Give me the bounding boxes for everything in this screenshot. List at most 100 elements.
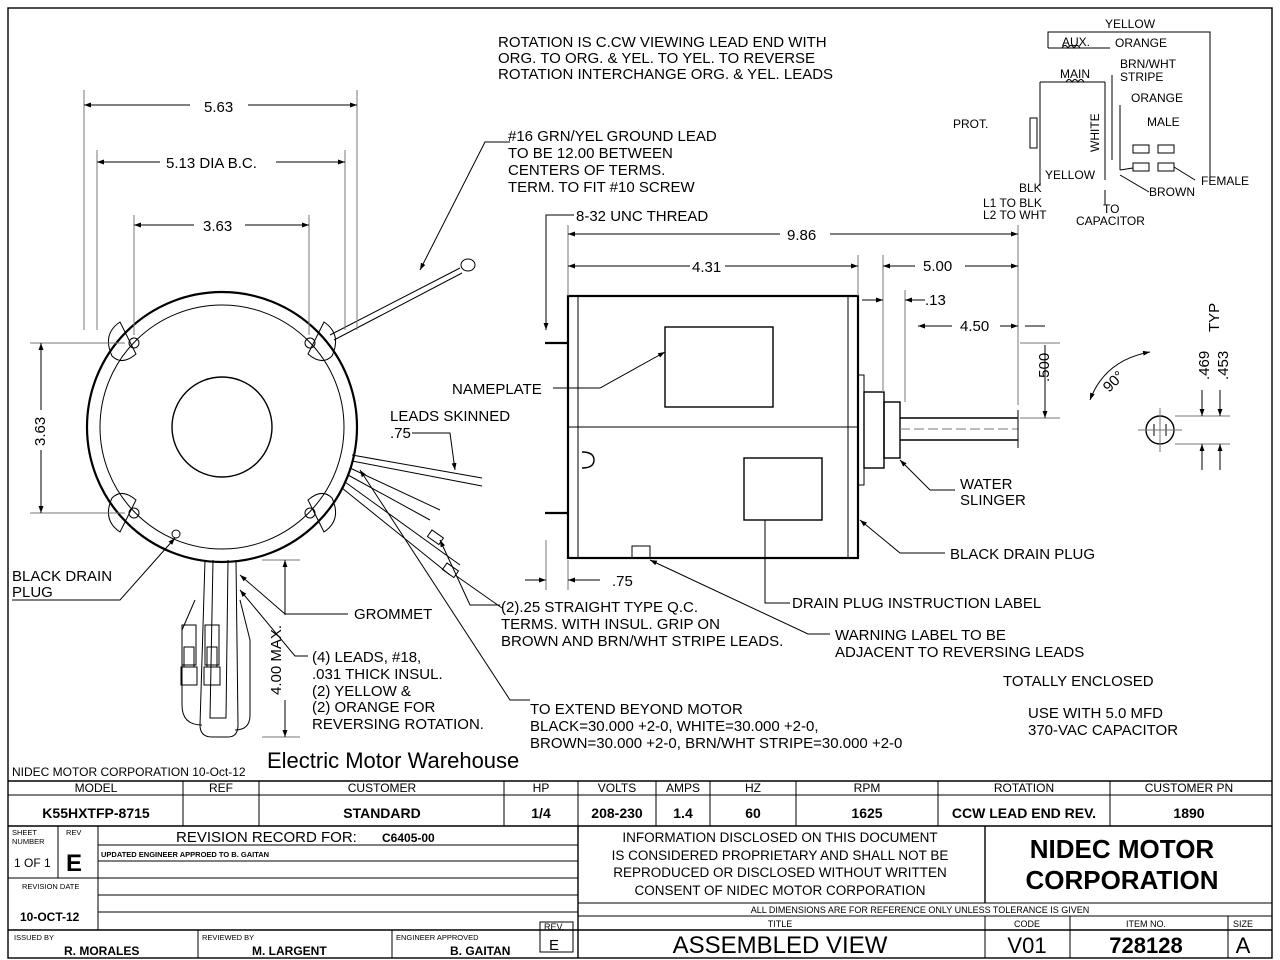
svg-text:ENGINEER APPROVED: ENGINEER APPROVED xyxy=(396,933,479,942)
wiring-diagram xyxy=(1029,31,1211,205)
svg-text:(2).25 STRAIGHT TYPE Q.C.: (2).25 STRAIGHT TYPE Q.C. xyxy=(501,599,698,616)
svg-text:90°: 90° xyxy=(1100,368,1128,396)
svg-text:IS CONSIDERED PROPRIETARY AND: IS CONSIDERED PROPRIETARY AND SHALL NOT … xyxy=(612,848,949,863)
svg-text:SIZE: SIZE xyxy=(1233,919,1253,929)
svg-text:370-VAC CAPACITOR: 370-VAC CAPACITOR xyxy=(1028,722,1178,739)
svg-text:E: E xyxy=(549,937,559,954)
svg-text:.031 THICK INSUL.: .031 THICK INSUL. xyxy=(312,666,443,683)
svg-text:4.31: 4.31 xyxy=(692,259,721,276)
svg-text:MAIN: MAIN xyxy=(1060,67,1090,81)
svg-text:PROT.: PROT. xyxy=(953,117,988,131)
svg-text:9.86: 9.86 xyxy=(787,227,816,244)
svg-text:208-230: 208-230 xyxy=(591,805,643,821)
svg-text:REVISION DATE: REVISION DATE xyxy=(22,882,79,891)
svg-text:B. GAITAN: B. GAITAN xyxy=(450,944,510,958)
svg-text:DRAIN PLUG INSTRUCTION LABEL: DRAIN PLUG INSTRUCTION LABEL xyxy=(792,595,1041,612)
svg-text:#16 GRN/YEL GROUND LEAD: #16 GRN/YEL GROUND LEAD xyxy=(508,128,717,145)
svg-text:BROWN=30.000 +2-0, BRN/WHT STR: BROWN=30.000 +2-0, BRN/WHT STRIPE=30.000… xyxy=(530,735,902,752)
svg-text:YELLOW: YELLOW xyxy=(1045,168,1096,182)
svg-text:BLACK DRAIN PLUG: BLACK DRAIN PLUG xyxy=(950,546,1095,563)
svg-text:VOLTS: VOLTS xyxy=(598,781,636,795)
svg-text:1.4: 1.4 xyxy=(673,805,693,821)
svg-text:HZ: HZ xyxy=(745,781,761,795)
svg-text:A: A xyxy=(1236,933,1251,958)
svg-text:WHITE: WHITE xyxy=(1088,113,1102,152)
svg-text:BLK: BLK xyxy=(1019,181,1042,195)
svg-text:SLINGER: SLINGER xyxy=(960,492,1026,509)
svg-text:10-OCT-12: 10-OCT-12 xyxy=(20,910,80,924)
svg-text:TO: TO xyxy=(1103,202,1119,216)
svg-text:M. LARGENT: M. LARGENT xyxy=(252,944,327,958)
svg-text:ROTATION: ROTATION xyxy=(994,781,1054,795)
svg-text:TERMS. WITH INSUL. GRIP ON: TERMS. WITH INSUL. GRIP ON xyxy=(501,616,720,633)
svg-text:.453: .453 xyxy=(1215,351,1232,380)
svg-text:AMPS: AMPS xyxy=(666,781,700,795)
svg-text:CORPORATION: CORPORATION xyxy=(1025,865,1218,895)
svg-text:8-32 UNC THREAD: 8-32 UNC THREAD xyxy=(576,208,708,225)
svg-text:.75: .75 xyxy=(390,425,411,442)
svg-text:CENTERS OF TERMS.: CENTERS OF TERMS. xyxy=(508,162,665,179)
svg-text:728128: 728128 xyxy=(1109,933,1182,958)
svg-text:CCW LEAD END REV.: CCW LEAD END REV. xyxy=(952,805,1096,821)
svg-text:1 OF 1: 1 OF 1 xyxy=(14,856,51,870)
svg-text:ORANGE: ORANGE xyxy=(1115,36,1167,50)
svg-text:AUX.: AUX. xyxy=(1062,35,1090,49)
svg-text:3.63: 3.63 xyxy=(32,417,49,446)
svg-text:.500: .500 xyxy=(1036,353,1053,382)
svg-text:ASSEMBLED VIEW: ASSEMBLED VIEW xyxy=(673,932,888,959)
svg-text:TO BE 12.00 BETWEEN: TO BE 12.00 BETWEEN xyxy=(508,145,673,162)
svg-text:TYP: TYP xyxy=(1206,303,1223,332)
svg-text:4.50: 4.50 xyxy=(960,318,989,335)
svg-text:BLACK=30.000 +2-0, WHITE=30.00: BLACK=30.000 +2-0, WHITE=30.000 +2-0, xyxy=(530,718,819,735)
svg-text:L2 TO WHT: L2 TO WHT xyxy=(983,208,1047,222)
svg-text:MODEL: MODEL xyxy=(75,781,118,795)
svg-text:.75: .75 xyxy=(612,573,633,590)
svg-text:ORG. TO ORG. & YEL. TO YEL. TO: ORG. TO ORG. & YEL. TO YEL. TO REVERSE xyxy=(498,50,815,67)
svg-text:L1 TO BLK: L1 TO BLK xyxy=(983,196,1042,210)
svg-text:REV.: REV. xyxy=(544,922,564,932)
svg-text:REVIEWED BY: REVIEWED BY xyxy=(202,933,254,942)
svg-text:FEMALE: FEMALE xyxy=(1201,174,1249,188)
svg-text:HP: HP xyxy=(533,781,550,795)
svg-text:ADJACENT TO REVERSING LEADS: ADJACENT TO REVERSING LEADS xyxy=(835,644,1084,661)
svg-text:GROMMET: GROMMET xyxy=(354,606,432,623)
svg-text:SHEET: SHEET xyxy=(12,828,37,837)
shaft-section-labels: 90° .469 .453 TYP xyxy=(1100,303,1232,396)
svg-text:CAPACITOR: CAPACITOR xyxy=(1076,214,1145,228)
svg-text:NIDEC MOTOR: NIDEC MOTOR xyxy=(1030,834,1215,864)
svg-text:5.63: 5.63 xyxy=(204,99,233,116)
svg-text:ITEM NO.: ITEM NO. xyxy=(1126,919,1166,929)
svg-text:CODE: CODE xyxy=(1014,919,1040,929)
svg-text:4.00 MAX.: 4.00 MAX. xyxy=(268,625,285,695)
svg-text:LEADS SKINNED: LEADS SKINNED xyxy=(390,408,510,425)
svg-text:ISSUED BY: ISSUED BY xyxy=(14,933,54,942)
title-block: NIDEC MOTOR CORPORATION 10-Oct-12 Electr… xyxy=(8,748,1272,959)
svg-text:REV: REV xyxy=(66,828,81,837)
wiring-labels: YELLOW AUX. ORANGE MAIN BRN/WHT STRIPE O… xyxy=(953,17,1249,228)
svg-text:1625: 1625 xyxy=(851,805,882,821)
svg-text:BROWN: BROWN xyxy=(1149,185,1195,199)
svg-text:STRIPE: STRIPE xyxy=(1120,70,1163,84)
svg-text:1890: 1890 xyxy=(1173,805,1204,821)
svg-text:TERM. TO FIT #10 SCREW: TERM. TO FIT #10 SCREW xyxy=(508,179,696,196)
shaft-section xyxy=(1089,350,1230,470)
svg-text:C6405-00: C6405-00 xyxy=(382,831,435,845)
svg-text:ROTATION INTERCHANGE ORG. & YE: ROTATION INTERCHANGE ORG. & YEL. LEADS xyxy=(498,66,833,83)
svg-text:WATER: WATER xyxy=(960,476,1013,493)
svg-text:NUMBER: NUMBER xyxy=(12,837,45,846)
svg-text:E: E xyxy=(66,850,82,877)
svg-text:BROWN AND BRN/WHT STRIPE LEADS: BROWN AND BRN/WHT STRIPE LEADS. xyxy=(501,633,783,650)
rotation-note: ROTATION IS C.CW VIEWING LEAD END WITH O… xyxy=(498,34,833,83)
svg-text:ORANGE: ORANGE xyxy=(1131,91,1183,105)
svg-text:3.63: 3.63 xyxy=(203,218,232,235)
svg-text:5.13 DIA B.C.: 5.13 DIA B.C. xyxy=(166,155,257,172)
svg-text:NIDEC MOTOR CORPORATION 10-Oct: NIDEC MOTOR CORPORATION 10-Oct-12 xyxy=(12,765,246,779)
svg-text:BLACK DRAIN: BLACK DRAIN xyxy=(12,568,112,585)
svg-text:(2) ORANGE FOR: (2) ORANGE FOR xyxy=(312,699,436,716)
svg-text:CUSTOMER: CUSTOMER xyxy=(348,781,417,795)
svg-text:60: 60 xyxy=(745,805,761,821)
end-view xyxy=(12,90,530,738)
svg-text:ROTATION IS C.CW VIEWING LEAD: ROTATION IS C.CW VIEWING LEAD END WITH xyxy=(498,34,827,51)
svg-text:REVERSING ROTATION.: REVERSING ROTATION. xyxy=(312,716,484,733)
